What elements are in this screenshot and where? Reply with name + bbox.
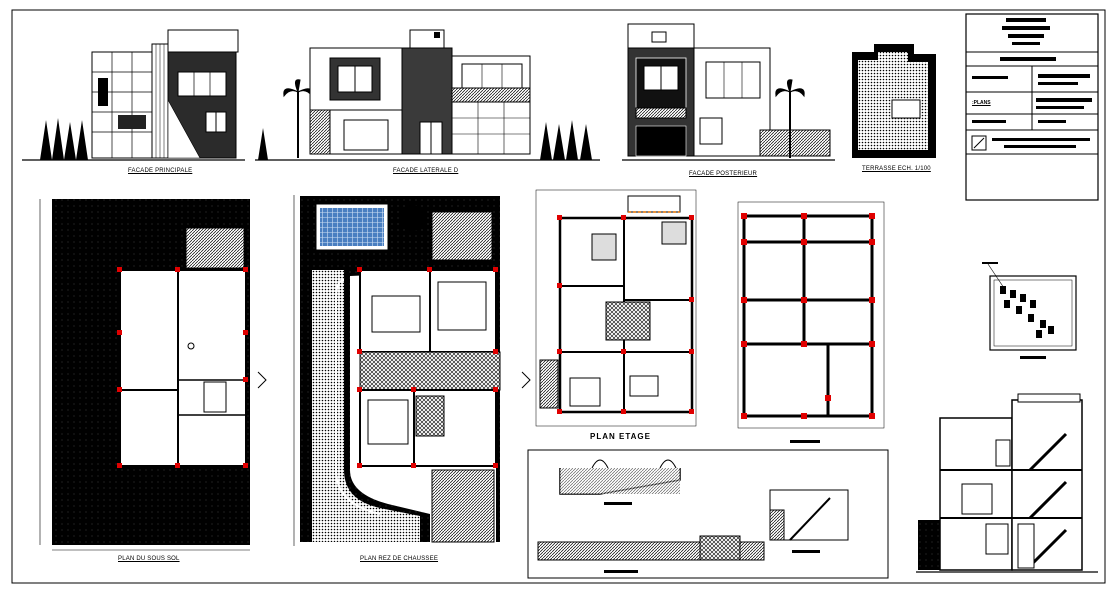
terrasse-plan xyxy=(852,44,936,158)
label-plan-etage: PLAN ETAGE xyxy=(590,432,651,441)
facade-posterieur-elevation xyxy=(622,23,835,161)
plan-etage xyxy=(535,189,697,427)
plan-structure xyxy=(737,201,885,443)
building-section xyxy=(916,393,1098,573)
sheet-border xyxy=(11,9,1106,584)
plan-rez-de-chaussee xyxy=(257,195,531,546)
label-plan-rdc: PLAN REZ DE CHAUSSEE xyxy=(360,556,439,562)
details-box xyxy=(527,449,889,579)
label-facade-laterale: FACADE LATERALE D xyxy=(393,168,459,174)
facade-principale-elevation xyxy=(22,29,245,161)
site-plan xyxy=(982,262,1077,359)
label-plan-sous-sol: PLAN DU SOUS SOL xyxy=(118,556,180,562)
label-facade-posterieur: FACADE POSTERIEUR xyxy=(689,171,758,177)
title-block-plans-label: :PLANS xyxy=(972,100,991,106)
facade-laterale-elevation xyxy=(255,29,600,161)
title-block xyxy=(965,13,1099,201)
plan-sous-sol xyxy=(39,199,250,551)
label-terrasse: TERRASSE ECH. 1/100 xyxy=(862,166,931,172)
label-facade-principale: FACADE PRINCIPALE xyxy=(128,168,193,174)
